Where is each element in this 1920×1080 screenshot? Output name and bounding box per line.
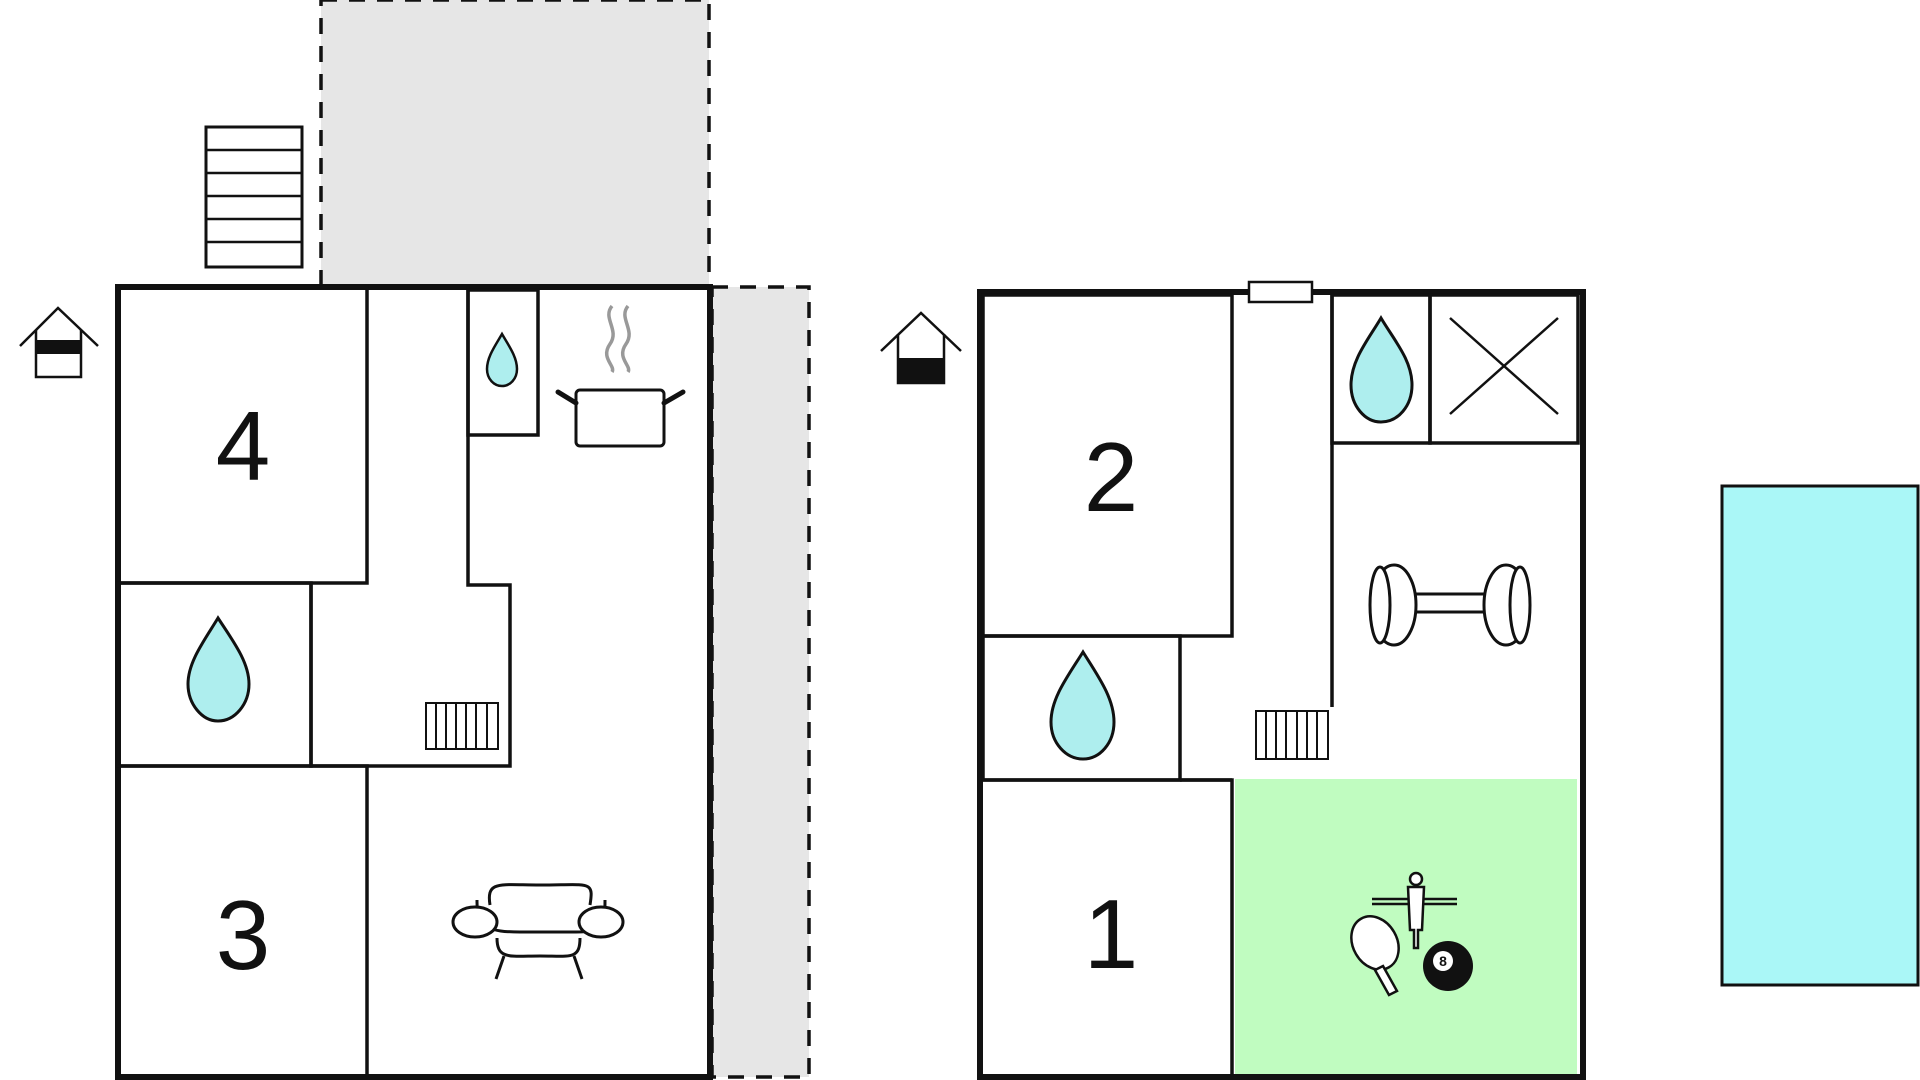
window-icon (1247, 280, 1314, 304)
water-drop-icon (1349, 315, 1414, 424)
table-football-icon (1372, 871, 1457, 950)
entrance-icon (19, 306, 99, 379)
terrace-right (710, 285, 811, 1079)
right-building: 2 1 (880, 280, 1586, 1080)
dumbbell-icon (1368, 563, 1532, 647)
sofa-icon (451, 883, 625, 980)
entrance-icon (880, 311, 962, 385)
room-number-1: 1 (1084, 879, 1139, 989)
game-room (1235, 779, 1577, 1077)
cooking-pot-icon (555, 304, 686, 448)
wc (466, 288, 540, 437)
radiator-icon (1255, 710, 1329, 760)
billiard-ball-icon: 8 (1423, 941, 1473, 991)
water-drop-icon (1049, 649, 1116, 761)
room-3 (118, 764, 369, 1077)
swimming-pool (1720, 484, 1920, 987)
hallway (309, 287, 512, 768)
room-number-2: 2 (1084, 422, 1139, 532)
billiard-ball-number: 8 (1439, 953, 1447, 969)
crossed-box-icon (1449, 317, 1559, 415)
ping-pong-icon (1350, 915, 1400, 997)
radiator-icon (425, 702, 499, 750)
room-number-3: 3 (216, 880, 271, 990)
water-drop-icon (186, 615, 251, 723)
left-building: 4 3 (19, 0, 811, 1080)
water-drop-icon (485, 331, 519, 388)
room-number-4: 4 (216, 391, 271, 501)
storage-room (1428, 293, 1580, 445)
stairs-icon (204, 125, 304, 269)
terrace-top (319, 0, 711, 289)
